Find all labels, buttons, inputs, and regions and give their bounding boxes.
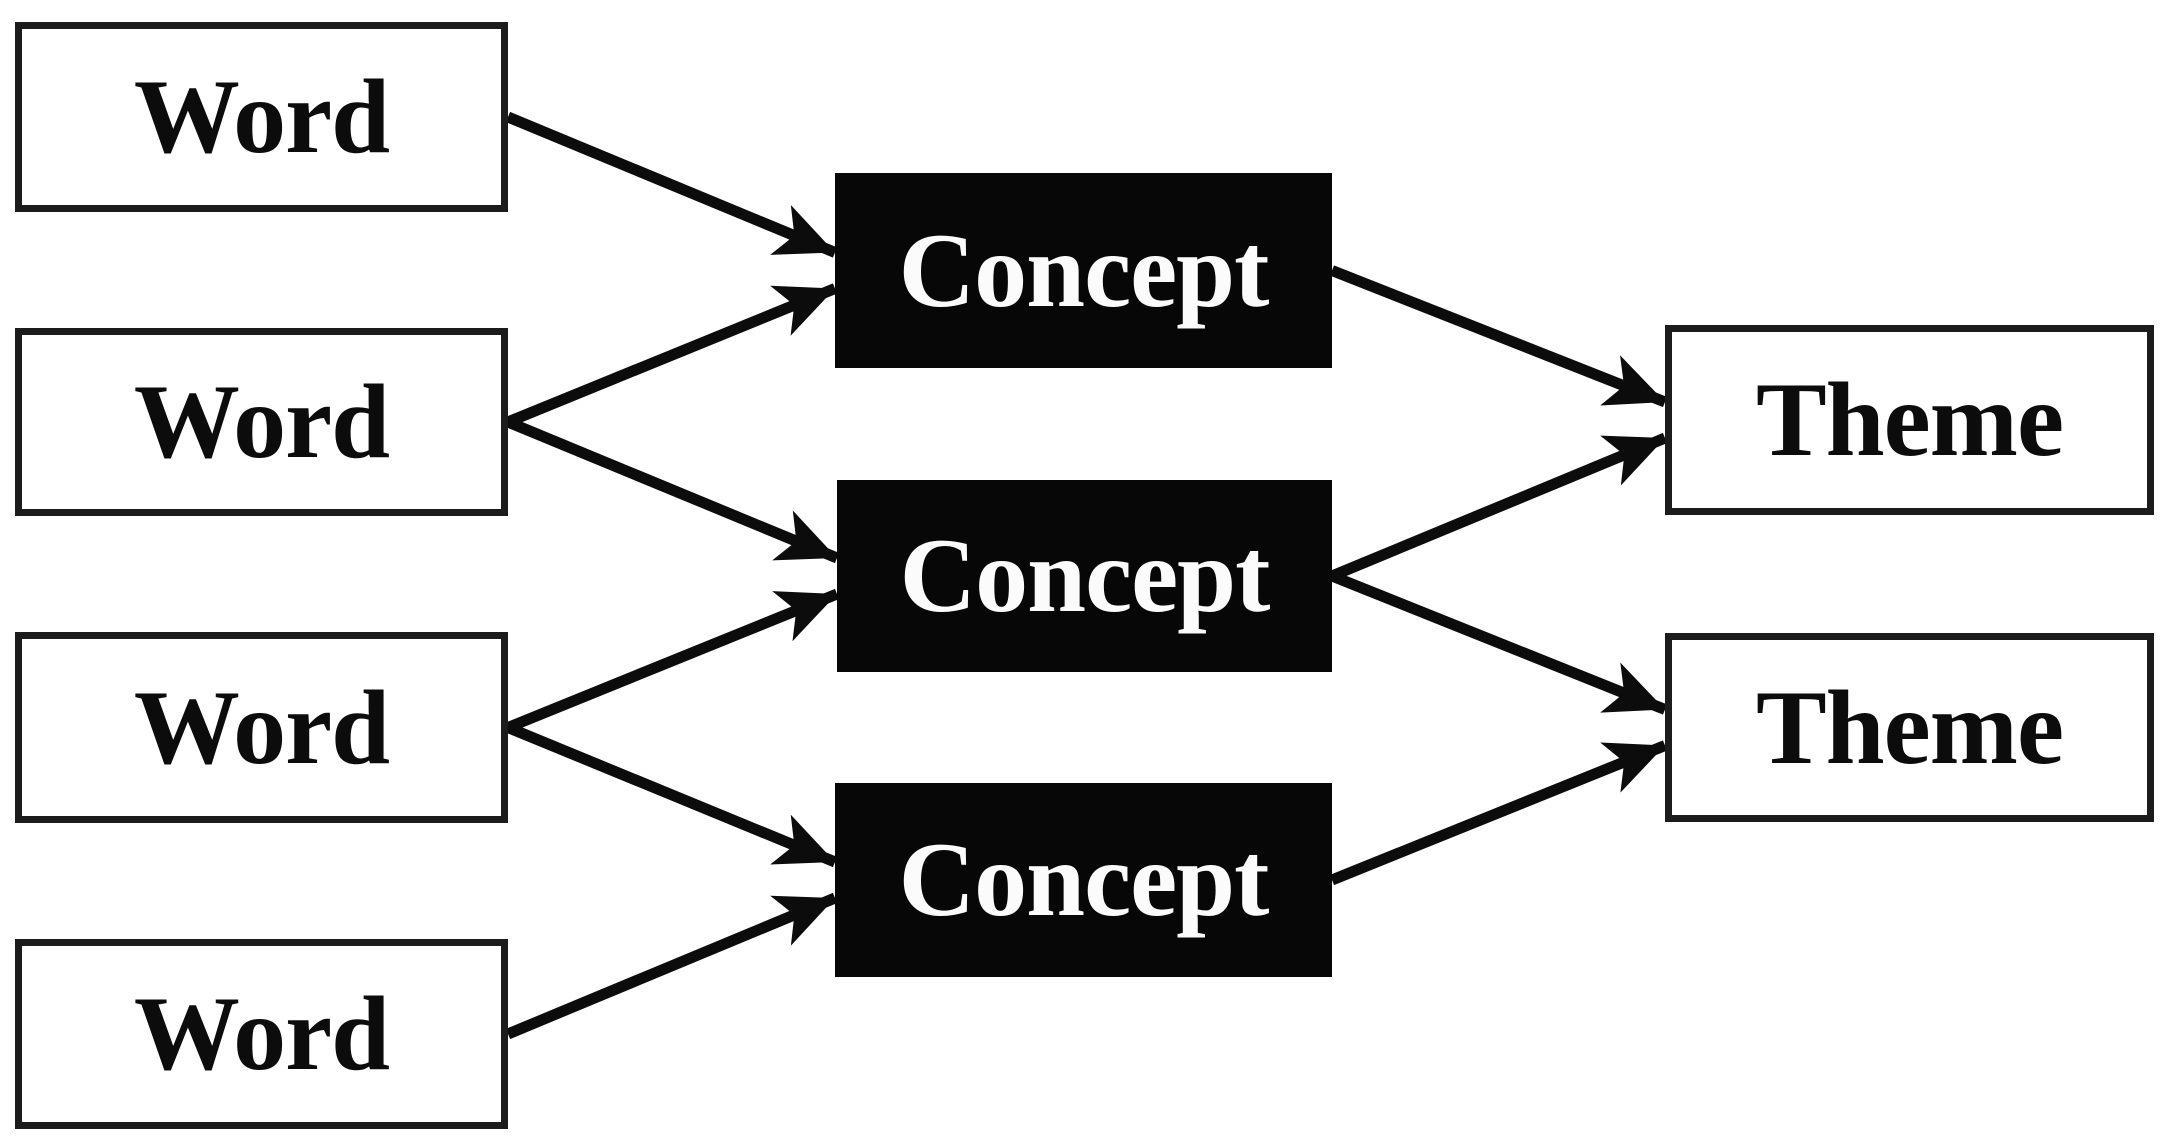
edge-concept-3-theme-2	[1329, 740, 1668, 886]
node-label: Concept	[899, 517, 1271, 634]
node-word-4: Word	[15, 939, 508, 1129]
edge-word-3-concept-3	[505, 722, 838, 868]
node-label: Word	[133, 668, 390, 786]
node-label: Concept	[898, 821, 1270, 938]
edge-concept-2-theme-2	[1329, 570, 1668, 715]
node-word-2: Word	[15, 328, 508, 516]
node-theme-2: Theme	[1665, 633, 2154, 822]
node-word-3: Word	[15, 632, 508, 823]
node-label: Theme	[1755, 361, 2064, 478]
edge-word-3-concept-2	[505, 588, 840, 733]
node-theme-1: Theme	[1665, 325, 2154, 515]
node-label: Word	[133, 363, 390, 480]
node-label: Concept	[898, 211, 1270, 329]
edge-concept-2-theme-1	[1329, 432, 1668, 582]
node-label: Theme	[1755, 668, 2064, 786]
node-label: Word	[133, 975, 390, 1092]
node-concept-2: Concept	[837, 480, 1332, 672]
edge-word-2-concept-1	[505, 283, 838, 428]
edge-concept-1-theme-1	[1329, 265, 1668, 408]
node-label: Word	[133, 58, 390, 175]
node-concept-3: Concept	[835, 783, 1332, 977]
edge-word-2-concept-2	[505, 416, 840, 564]
node-word-1: Word	[15, 22, 508, 212]
edge-word-1-concept-1	[505, 111, 838, 258]
edge-word-4-concept-3	[505, 892, 838, 1040]
node-concept-1: Concept	[835, 173, 1332, 368]
